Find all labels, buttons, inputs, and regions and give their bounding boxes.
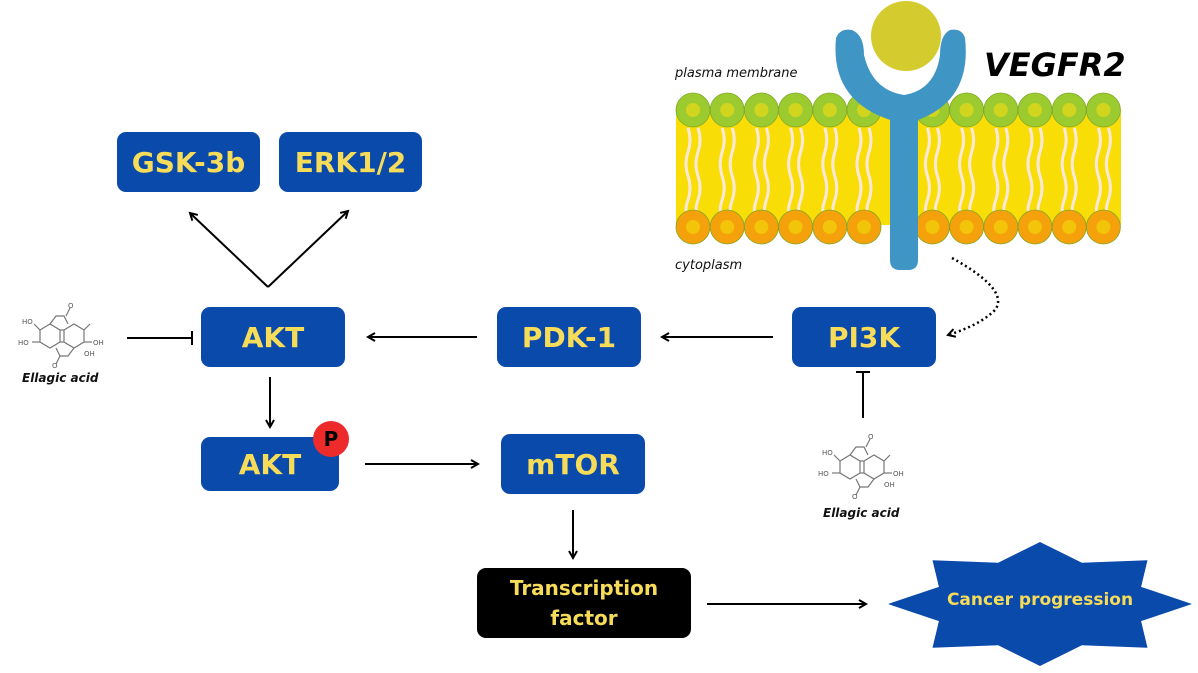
lipid-tail [1104,127,1112,214]
lipid-tail [694,127,702,214]
lipid-tail [1060,127,1068,214]
lipid-head-core [993,103,1008,117]
node-gsk3b[interactable]: GSK-3b [117,132,260,192]
lipid-tail [831,127,839,214]
lipid-head-core [1028,220,1042,234]
lipid-head-core [720,220,735,234]
lipid-tail [1026,127,1034,214]
node-erk12[interactable]: ERK1/2 [279,132,422,192]
vegfr2-label: VEGFR2 [984,46,1126,84]
lipid-tail [684,127,692,214]
lipid-tail [1036,127,1044,214]
ellagic-acid-structure-left [17,301,105,371]
lipid-head-core [754,220,769,234]
node-akt[interactable]: AKT [201,307,345,367]
lipid-head-core [993,220,1008,234]
phosphate-badge: P [313,421,349,457]
lipid-head-core [686,103,700,117]
node-pi3k[interactable]: PI3K [792,307,936,367]
vegfr2-receptor [835,29,966,270]
lipid-tail [752,127,760,214]
lipid-tail [728,127,736,214]
cancer-progression-star [888,542,1192,666]
cytoplasm-label: cytoplasm [675,258,743,273]
lipid-head-core [788,220,803,234]
node-transcription-factor[interactable]: Transcription factor [477,568,691,638]
lipid-head-core [1096,220,1111,234]
tf-line2: factor [550,606,618,630]
lipid-tail [923,127,931,214]
lipid-tail [855,127,863,214]
lipid-tail [968,127,976,214]
cancer-progression-label[interactable]: Cancer progression [946,590,1134,610]
lipid-tail [821,127,829,214]
lipid-tail [1070,127,1078,214]
node-mtor[interactable]: mTOR [501,434,645,494]
lipid-tail [865,127,873,214]
lipid-tail [958,127,966,214]
lipid-tail [787,127,795,214]
lipid-tail [1002,127,1010,214]
lipid-head-core [1096,103,1111,117]
lipid-head-core [822,103,837,117]
lipid-tail [718,127,726,214]
lipid-tail [1094,127,1102,214]
lipid-head-core [857,220,871,234]
lipid-head-core [925,220,940,234]
vegf-ligand [871,1,941,71]
lipid-head-core [720,103,735,117]
lipid-head-core [959,103,974,117]
lipid-head-core [788,103,803,117]
lipid-head-core [1062,103,1077,117]
arrow-akt-erk12 [267,211,348,288]
lipid-tail [797,127,805,214]
ellagic-acid-label-left: Ellagic acid [22,371,99,385]
lipid-head-core [686,220,700,234]
arrow-akt-gsk3b [190,213,269,288]
ellagic-acid-structure-right [817,432,905,502]
lipid-head-core [1062,220,1077,234]
lipid-head-core [822,220,837,234]
lipid-tail [762,127,770,214]
lipid-tail [933,127,941,214]
plasma-membrane-label: plasma membrane [675,66,798,81]
tf-line1: Transcription [509,576,659,600]
activation-arrow-vegfr2-pi3k [948,256,1000,335]
node-pdk1[interactable]: PDK-1 [497,307,641,367]
lipid-tail [992,127,1000,214]
lipid-head-core [754,103,769,117]
lipid-head-core [1028,103,1042,117]
ellagic-acid-label-right: Ellagic acid [823,506,900,520]
lipid-head-core [959,220,974,234]
